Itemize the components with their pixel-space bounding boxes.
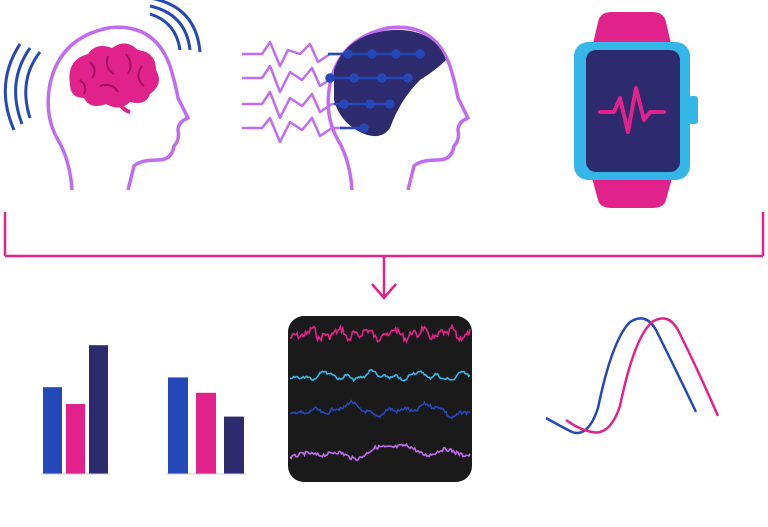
shifted-curves-plot: [545, 317, 720, 435]
brain-icon: [69, 43, 159, 114]
bar-c: [89, 345, 108, 474]
head-with-eeg-cap-icon: [242, 25, 470, 191]
bar-b: [196, 392, 216, 474]
bar-a: [168, 377, 188, 474]
curve-blue: [545, 317, 698, 435]
merge-connector: [3, 212, 765, 296]
smartwatch-heartbeat-icon: [574, 12, 698, 208]
signal-trace-1: [289, 323, 471, 344]
curve-magenta: [565, 317, 720, 434]
down-arrow-icon: [371, 283, 397, 300]
bar-c: [224, 416, 244, 474]
bar-a: [43, 387, 62, 474]
signal-traces-panel: [288, 316, 472, 482]
signal-trace-4: [289, 442, 471, 462]
bar-b: [66, 404, 85, 474]
signal-trace-2: [289, 368, 471, 383]
signal-trace-3: [289, 399, 471, 420]
bar-chart-1: [41, 343, 110, 475]
head-with-brain-icon: [3, 0, 202, 191]
bar-chart-2: [166, 375, 246, 475]
